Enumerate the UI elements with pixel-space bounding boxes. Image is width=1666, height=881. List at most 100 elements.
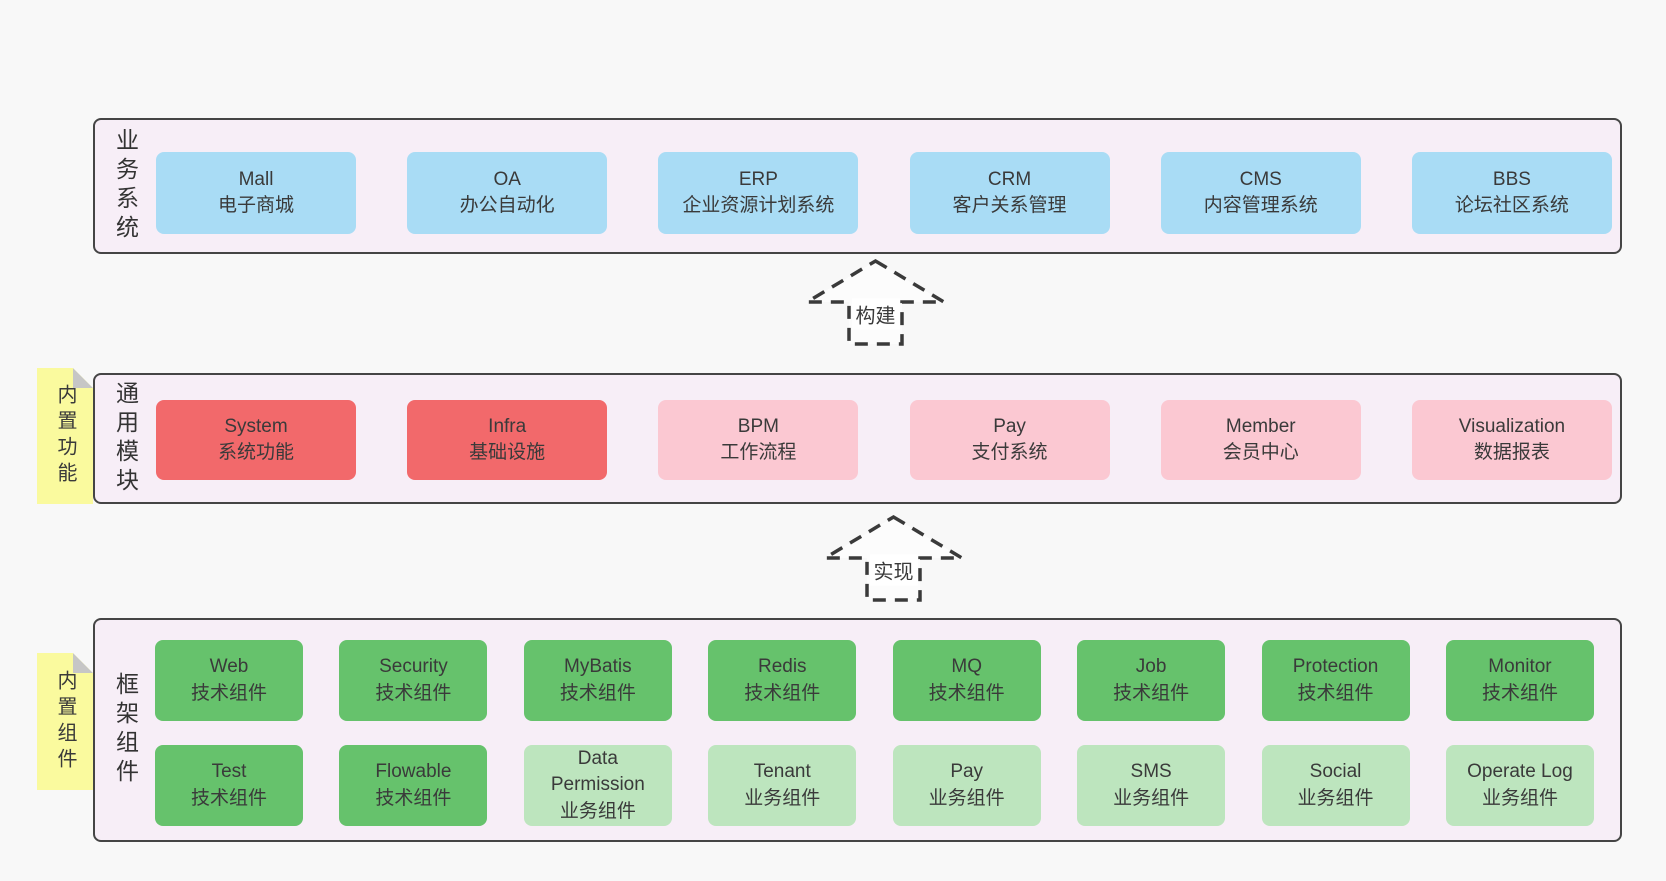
module-name: Mall	[238, 168, 274, 190]
module-desc: 技术组件	[744, 682, 821, 704]
module-desc: 业务组件	[1481, 787, 1558, 809]
module-box-mq: MQ 技术组件	[892, 640, 1041, 721]
module-box-erp: ERP 企业资源计划系统	[658, 152, 859, 234]
module-box-tenant: Tenant 业务组件	[708, 745, 857, 826]
module-name: MQ	[951, 656, 982, 678]
module-name: MyBatis	[564, 656, 632, 678]
module-box-job: Job 技术组件	[1077, 640, 1226, 721]
module-box-cms: CMS 内容管理系统	[1160, 152, 1361, 234]
module-box-member: Member 会员中心	[1160, 400, 1361, 480]
module-desc: 系统功能	[217, 442, 294, 463]
module-name: System	[224, 415, 288, 437]
band-framework-components-title: 框架组件	[99, 620, 151, 840]
module-desc: 技术组件	[1113, 682, 1190, 704]
module-box-visualization: Visualization 数据报表	[1411, 400, 1612, 480]
module-desc: 论坛社区系统	[1454, 195, 1569, 216]
arrow-implement-label: 实现	[869, 554, 918, 586]
module-box-infra: Infra 基础设施	[407, 400, 608, 480]
module-desc: 技术组件	[559, 682, 636, 704]
module-box-monitor: Monitor 技术组件	[1445, 640, 1594, 721]
module-desc: 业务组件	[744, 787, 821, 809]
module-box-mybatis: MyBatis 技术组件	[523, 640, 672, 721]
module-name: Redis	[757, 656, 807, 678]
module-name: Tenant	[753, 761, 811, 783]
module-name: Pay	[950, 761, 984, 783]
module-box-operate-log: Operate Log 业务组件	[1445, 745, 1594, 826]
band-framework-components-title-text: 框架组件	[112, 672, 139, 788]
module-desc: 业务组件	[1297, 787, 1374, 809]
module-name: SMS	[1130, 761, 1172, 783]
module-box-bpm: BPM 工作流程	[658, 400, 859, 480]
module-box-crm: CRM 客户关系管理	[909, 152, 1110, 234]
module-desc: 技术组件	[1297, 682, 1374, 704]
business-systems-row: Mall 电子商城 OA 办公自动化 ERP 企业资源计划系统 CRM 客户关系…	[156, 152, 1612, 234]
module-name: Web	[209, 656, 249, 678]
module-desc: 基础设施	[469, 442, 546, 463]
band-business-systems: 业务系统 Mall 电子商城 OA 办公自动化 ERP 企业资源计划系统 CRM…	[93, 118, 1622, 254]
module-desc: 数据报表	[1473, 442, 1550, 463]
sticky-note-builtin-components-label: 内置组件	[54, 669, 76, 774]
module-name: Protection	[1292, 656, 1379, 678]
common-modules-row: System 系统功能 Infra 基础设施 BPM 工作流程 Pay 支付系统…	[156, 400, 1612, 480]
sticky-note-builtin-components: 内置组件	[37, 653, 93, 790]
module-name: Social	[1309, 761, 1362, 783]
module-desc: 技术组件	[375, 787, 452, 809]
module-desc: 会员中心	[1222, 442, 1299, 463]
module-box-bbs: BBS 论坛社区系统	[1411, 152, 1612, 234]
arrow-build: 构建	[800, 256, 951, 348]
module-name: BPM	[737, 415, 779, 437]
module-name: Flowable	[375, 761, 452, 783]
module-desc: 内容管理系统	[1203, 195, 1318, 216]
module-name: ERP	[738, 168, 778, 190]
band-framework-components: 框架组件 Web 技术组件 Security 技术组件 MyBatis 技术组件…	[93, 618, 1622, 842]
module-box-redis: Redis 技术组件	[708, 640, 857, 721]
band-common-modules-title-text: 通用模块	[112, 380, 139, 497]
module-name: Member	[1225, 415, 1296, 437]
module-name: OA	[493, 168, 521, 190]
module-desc: 业务组件	[928, 787, 1005, 809]
module-desc: 业务组件	[559, 800, 636, 822]
band-common-modules-title: 通用模块	[99, 375, 151, 502]
module-desc: 客户关系管理	[952, 195, 1067, 216]
module-box-oa: OA 办公自动化	[407, 152, 608, 234]
module-desc: 支付系统	[971, 442, 1048, 463]
band-common-modules: 通用模块 System 系统功能 Infra 基础设施 BPM 工作流程 Pay…	[93, 373, 1622, 504]
module-desc: 技术组件	[190, 682, 267, 704]
sticky-note-builtin-features: 内置功能	[37, 368, 93, 504]
arrow-build-label: 构建	[851, 298, 900, 330]
framework-components-row-2: Test 技术组件 Flowable 技术组件 Data Permission …	[155, 745, 1594, 826]
module-desc: 技术组件	[375, 682, 452, 704]
module-box-web: Web 技术组件	[155, 640, 303, 721]
module-desc: 办公自动化	[459, 195, 555, 216]
module-name: CMS	[1239, 168, 1282, 190]
module-box-data-permission: Data Permission 业务组件	[523, 745, 672, 826]
module-desc: 工作流程	[720, 442, 797, 463]
module-desc: 技术组件	[190, 787, 267, 809]
module-desc: 企业资源计划系统	[682, 195, 835, 216]
module-name: Security	[379, 656, 448, 678]
module-box-protection: Protection 技术组件	[1261, 640, 1410, 721]
module-name: BBS	[1492, 168, 1531, 190]
module-name: Infra	[488, 415, 527, 437]
module-desc: 电子商城	[217, 195, 294, 216]
module-box-test: Test 技术组件	[155, 745, 303, 826]
module-desc: 业务组件	[1113, 787, 1190, 809]
module-box-flowable: Flowable 技术组件	[339, 745, 488, 826]
module-box-mall: Mall 电子商城	[156, 152, 356, 234]
module-desc: 技术组件	[1481, 682, 1558, 704]
module-name: Data Permission	[550, 748, 645, 796]
framework-components-row-1: Web 技术组件 Security 技术组件 MyBatis 技术组件 Redi…	[155, 640, 1594, 721]
module-name: Job	[1135, 656, 1167, 678]
module-name: Operate Log	[1467, 761, 1573, 783]
module-name: Monitor	[1488, 656, 1552, 678]
band-business-systems-title-text: 业务系统	[112, 128, 139, 244]
module-name: Visualization	[1458, 415, 1566, 437]
module-desc: 技术组件	[928, 682, 1005, 704]
module-box-pay-component: Pay 业务组件	[892, 745, 1041, 826]
module-box-sms: SMS 业务组件	[1077, 745, 1226, 826]
module-name: CRM	[987, 168, 1032, 190]
module-box-social: Social 业务组件	[1261, 745, 1410, 826]
module-name: Pay	[993, 415, 1026, 437]
module-box-pay-system: Pay 支付系统	[909, 400, 1110, 480]
